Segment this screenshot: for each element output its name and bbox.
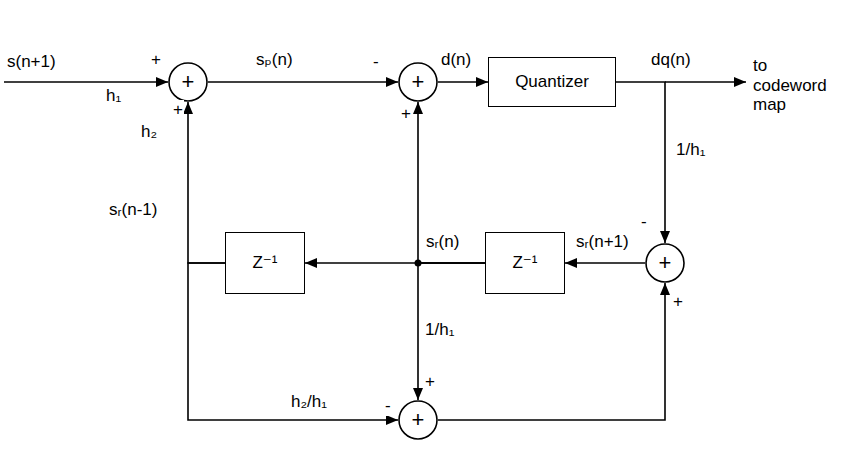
signal-label: +: [400, 104, 412, 124]
signal-label: sᵣ(n+1): [575, 232, 630, 252]
block-label: Quantizer: [515, 72, 589, 92]
signal-label: +: [172, 100, 184, 120]
signal-label: sᵣ(n): [425, 232, 460, 252]
signal-connector: [208, 81, 398, 83]
input-wire: [4, 81, 168, 83]
signal-label: h₁: [105, 86, 122, 106]
signal-label: +: [424, 372, 436, 392]
signal-label: +: [150, 50, 162, 70]
signal-label: -: [384, 396, 392, 416]
signal-connector: [565, 262, 645, 264]
circle-outline: [169, 63, 207, 101]
signal-connector: [616, 82, 665, 243]
sum-sign: +: [659, 250, 672, 275]
signal-connector: [418, 102, 485, 263]
signal-label: h₂/h₁: [290, 392, 328, 412]
signal-label: sₚ(n): [255, 50, 294, 70]
summing-junction: +: [168, 62, 208, 102]
delay-box: Z⁻¹: [485, 232, 565, 294]
summing-junction: +: [645, 243, 685, 283]
signal-label: -: [372, 52, 380, 72]
delay-box: Z⁻¹: [225, 232, 305, 294]
circle-outline: [399, 401, 437, 439]
junction-dot: [415, 260, 422, 267]
signal-label: -: [640, 212, 648, 232]
signal-label: +: [672, 292, 684, 312]
signal-connector: [418, 263, 485, 400]
signal-label: sᵣ(n-1): [108, 200, 158, 220]
quantizer-box: Quantizer: [488, 57, 616, 107]
output-wire: [665, 81, 746, 83]
circle-outline: [399, 63, 437, 101]
block-label: Z⁻¹: [512, 253, 537, 273]
signal-connector: [188, 102, 225, 263]
block-label: Z⁻¹: [252, 253, 277, 273]
sum-sign: +: [182, 69, 195, 94]
sum-sign: +: [412, 407, 425, 432]
signal-label: dq(n): [650, 50, 692, 70]
sum-sign: +: [412, 69, 425, 94]
signal-label: to codeword map: [752, 56, 834, 115]
signal-label: h₂: [140, 122, 158, 142]
signal-label: 1/h₁: [675, 140, 706, 160]
circle-outline: [646, 244, 684, 282]
signal-label: s(n+1): [6, 52, 57, 72]
signal-label: d(n): [440, 50, 472, 70]
summing-junction: +: [398, 62, 438, 102]
summing-junction: +: [398, 400, 438, 440]
signal-label: 1/h₁: [424, 320, 455, 340]
signal-connector: [438, 81, 488, 83]
signal-connector: [438, 283, 665, 420]
